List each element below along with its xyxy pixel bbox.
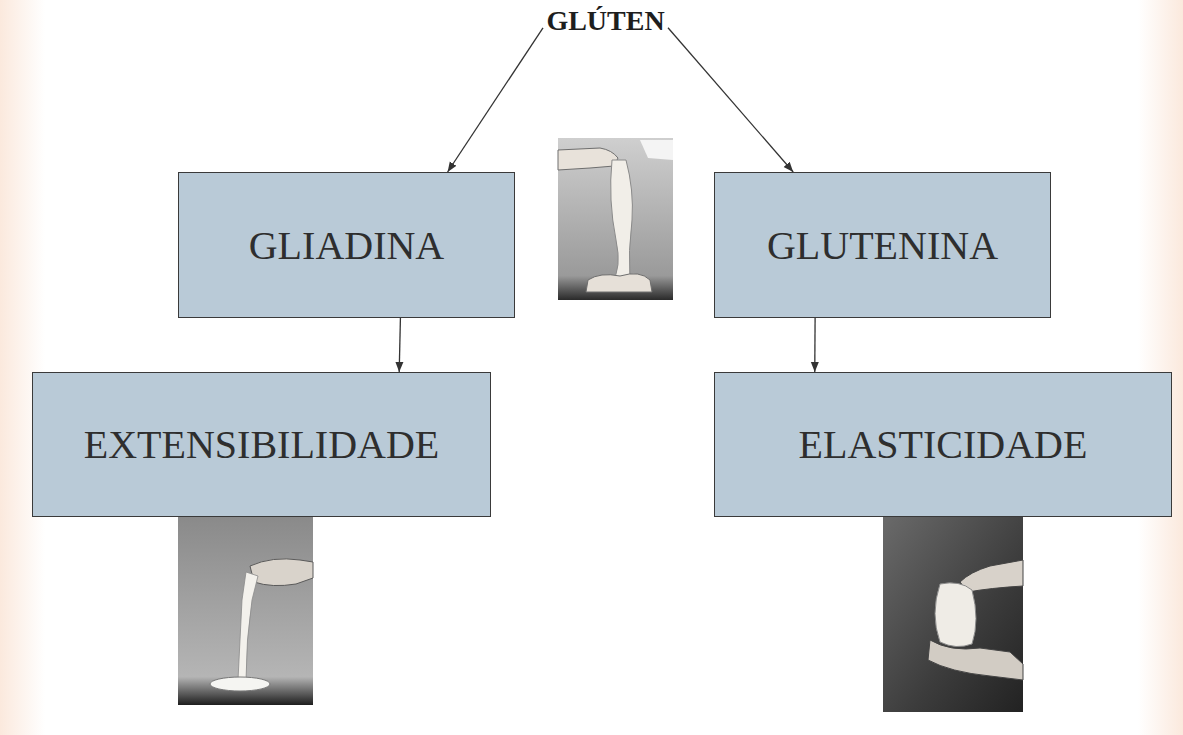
property-box: ELASTICIDADE xyxy=(714,372,1172,517)
box-label: EXTENSIBILIDADE xyxy=(84,421,440,468)
box-label: GLIADINA xyxy=(249,222,445,269)
elasticity-photo xyxy=(883,517,1023,712)
extensibility-photo xyxy=(178,517,313,705)
property-box: EXTENSIBILIDADE xyxy=(32,372,491,517)
dough-photo xyxy=(558,138,673,300)
arrow-connector xyxy=(668,28,793,172)
protein-box: GLIADINA xyxy=(178,172,515,318)
arrow-connector xyxy=(399,318,400,372)
root-concept: GLÚTEN xyxy=(543,4,668,38)
box-label: GLUTENINA xyxy=(767,222,998,269)
heading-text: GLÚTEN xyxy=(546,5,664,37)
side-strip xyxy=(0,0,45,735)
arrow-connector xyxy=(814,318,816,372)
box-label: ELASTICIDADE xyxy=(799,421,1088,468)
arrow-connector xyxy=(448,28,543,172)
side-strip xyxy=(1138,0,1183,735)
protein-box: GLUTENINA xyxy=(714,172,1051,318)
